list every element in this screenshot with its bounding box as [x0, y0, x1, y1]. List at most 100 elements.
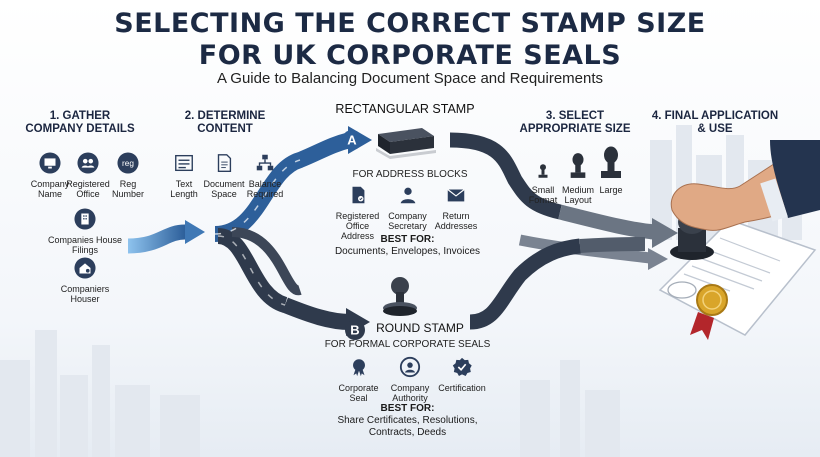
label-company-rect: Company	[388, 211, 427, 221]
gather-item-houser: Companiers Houser	[50, 257, 120, 304]
rectangular-for: FOR ADDRESS BLOCKS	[352, 169, 468, 180]
path-b-arrow	[216, 228, 289, 313]
label-registered: Registered	[66, 179, 110, 189]
red-ribbon	[690, 312, 714, 340]
rectangular-stamp-icon	[376, 128, 436, 159]
gather-item-reg-number: reg Reg Number	[110, 152, 146, 199]
page-title: SELECTING THE CORRECT STAMP SIZE	[114, 8, 706, 39]
authority-icon	[399, 356, 421, 378]
seal-icon	[352, 359, 365, 377]
gather-item-registered-office: Registered Office	[66, 152, 110, 199]
round-item-corporate-seal: Corporate Seal	[336, 356, 381, 403]
label-office: Office	[76, 189, 100, 199]
size-small-format: Small Format	[526, 162, 560, 205]
round-stamp-icon	[383, 277, 417, 316]
step-1-label-line2: COMPANY DETAILS	[25, 123, 135, 135]
entry-arrow	[127, 224, 186, 254]
content-item-balance-required: Balance Required	[243, 152, 287, 199]
step-2-label-line1: 2. DETERMINE	[184, 110, 266, 122]
label-text: Text	[175, 179, 193, 189]
sleeve	[770, 140, 820, 218]
content-item-text-length: Text Length	[166, 152, 202, 199]
people-icon	[77, 152, 99, 174]
step-3-label-line1: 3. SELECT	[545, 110, 605, 122]
envelope-icon	[447, 189, 465, 202]
label-companies-house: Companies House	[47, 235, 123, 245]
label-space: Space	[211, 189, 237, 199]
label-required: Required	[246, 189, 284, 199]
round-best-label: BEST FOR:	[380, 403, 435, 414]
text-length-icon	[175, 154, 193, 172]
rectangular-best-for: BEST FOR: Documents, Envelopes, Invoices	[320, 234, 495, 258]
person-icon	[400, 187, 415, 204]
path-a-arrow	[214, 132, 353, 242]
label-small: Small	[531, 185, 555, 195]
small-stamp-icon	[538, 164, 548, 178]
step-4-label-line2: & USE	[697, 123, 733, 135]
round-item-company-authority: Company Authority	[386, 356, 434, 403]
step-3-header: 3. SELECT APPROPRIATE SIZE	[515, 110, 635, 136]
step-4-header: 4. FINAL APPLICATION & USE	[640, 110, 790, 136]
label-document: Document	[203, 179, 245, 189]
reg-icon-text: reg	[122, 159, 134, 168]
page-title-line2: FOR UK CORPORATE SEALS	[198, 40, 622, 71]
org-chart-icon	[256, 154, 274, 171]
house-icon	[74, 257, 96, 279]
faint-seal-imprint	[667, 281, 697, 299]
step-2-header: 2. DETERMINE CONTENT	[175, 110, 275, 136]
entry-arrow-head	[185, 220, 205, 244]
step-2-label-line2: CONTENT	[197, 123, 253, 135]
label-companiers: Companiers	[60, 284, 110, 294]
document-icon	[217, 154, 232, 172]
step-1-label-line1: 1. GATHER	[49, 110, 111, 122]
label-company-round: Company	[390, 383, 430, 393]
badge-b: B	[345, 320, 365, 340]
rect-item-company-secretary: Company Secretary	[385, 184, 430, 231]
label-authority: Authority	[392, 393, 428, 403]
round-best-for: BEST FOR: Share Certificates, Resolution…	[310, 403, 505, 439]
label-name: Name	[37, 189, 62, 199]
round-best-line1: Share Certificates, Resolutions,	[337, 415, 478, 426]
label-number: Number	[111, 189, 144, 199]
page-subtitle: A Guide to Balancing Document Space and …	[216, 70, 604, 87]
step-4-label-line1: 4. FINAL APPLICATION	[651, 110, 779, 122]
building-icon	[74, 208, 96, 230]
round-item-certification: Certification	[434, 356, 490, 393]
label-balance: Balance	[248, 179, 282, 189]
office-doc-icon	[352, 186, 364, 204]
rect-best-label: BEST FOR:	[380, 234, 435, 245]
label-seal: Seal	[349, 393, 368, 403]
medium-stamp-icon	[570, 153, 586, 178]
rect-item-return-addresses: Return Addresses	[432, 184, 480, 231]
label-reg: Reg	[119, 179, 137, 189]
step-3-label-line2: APPROPRIATE SIZE	[519, 123, 631, 135]
badge-b-text: B	[350, 323, 359, 338]
label-filings: Filings	[71, 245, 98, 255]
rect-to-size-arrow	[449, 132, 562, 220]
final-application-illustration	[658, 140, 820, 340]
round-for: FOR FORMAL CORPORATE SEALS	[324, 339, 491, 350]
rect-item-registered-office: Registered Office Address	[335, 184, 380, 241]
rect-best-line1: Documents, Envelopes, Invoices	[334, 246, 481, 257]
label-layout: Layout	[564, 195, 592, 205]
label-registered-rect: Registered	[335, 211, 380, 221]
badge-a-text: A	[347, 133, 357, 148]
label-medium: Medium	[561, 185, 594, 195]
label-houser: Houser	[70, 294, 100, 304]
monitor-icon	[39, 152, 61, 174]
label-format: Format	[528, 195, 558, 205]
step-1-header: 1. GATHER COMPANY DETAILS	[20, 110, 140, 136]
certification-icon	[452, 357, 472, 376]
gather-item-filings: Companies House Filings	[45, 208, 125, 255]
label-office-rect: Office	[345, 221, 370, 231]
gather-item-company-name: Company Name	[30, 152, 70, 199]
content-item-document-space: Document Space	[202, 152, 246, 199]
label-addresses-rect: Addresses	[434, 221, 478, 231]
label-large: Large	[599, 185, 623, 195]
rectangular-stamp-title: RECTANGULAR STAMP	[335, 102, 475, 116]
round-stamp-title: ROUND STAMP	[376, 321, 464, 335]
badge-a: A	[342, 130, 362, 150]
size-large: Large	[596, 146, 626, 195]
label-return-rect: Return	[442, 211, 470, 221]
large-stamp-icon	[601, 146, 621, 178]
